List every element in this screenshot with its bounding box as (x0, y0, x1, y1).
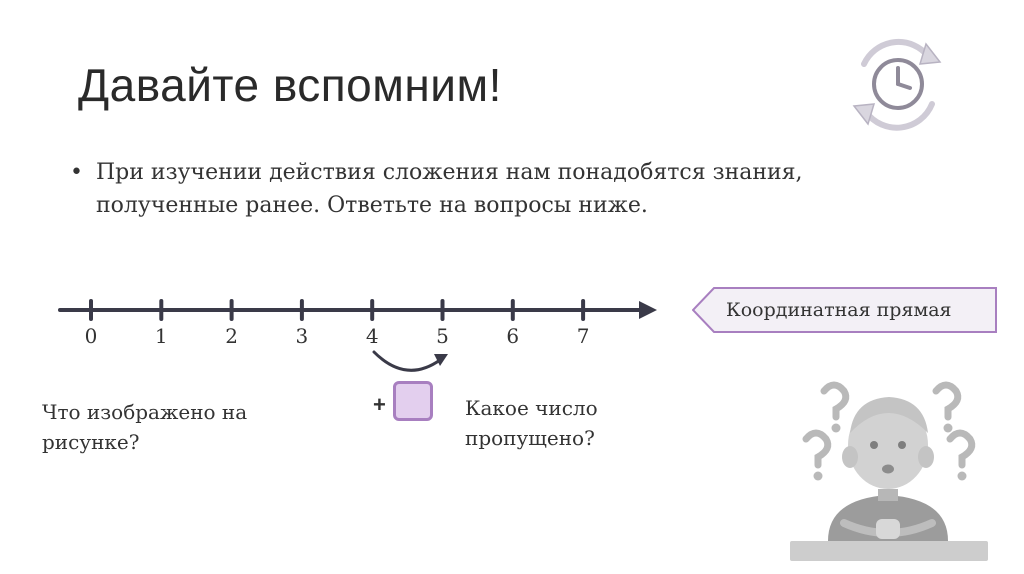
number-line (58, 299, 657, 321)
confused-person-icon (790, 381, 988, 561)
jump-arrow (372, 350, 448, 372)
question-missing-number: Какое число пропущено? (465, 396, 598, 450)
coordinate-line-badge: Координатная прямая (692, 287, 997, 333)
tick-label: 3 (295, 324, 309, 348)
bullet-marker: • (70, 160, 83, 185)
tick-label: 5 (436, 324, 449, 348)
badge-label: Координатная прямая (726, 299, 952, 321)
tick-label: 0 (84, 324, 98, 348)
missing-number-box[interactable] (393, 381, 433, 421)
number-line-ticks (89, 299, 586, 321)
bullet-text: При изучении действия сложения нам понад… (96, 160, 803, 218)
tick-label: 2 (225, 324, 238, 348)
slide-title: Давайте вспомним! (78, 59, 502, 111)
tick-label: 6 (506, 324, 520, 348)
tick-label: 7 (576, 324, 590, 348)
number-line-arrowhead (639, 301, 657, 319)
bullet-paragraph: • При изучении действия сложения нам пон… (70, 156, 950, 222)
question-what-shown: Что изображено на рисунке? (42, 400, 248, 454)
tick-label: 1 (154, 324, 168, 348)
tick-label: 4 (365, 324, 379, 348)
plus-operator: + (373, 392, 386, 417)
clock-refresh-icon (852, 39, 942, 131)
